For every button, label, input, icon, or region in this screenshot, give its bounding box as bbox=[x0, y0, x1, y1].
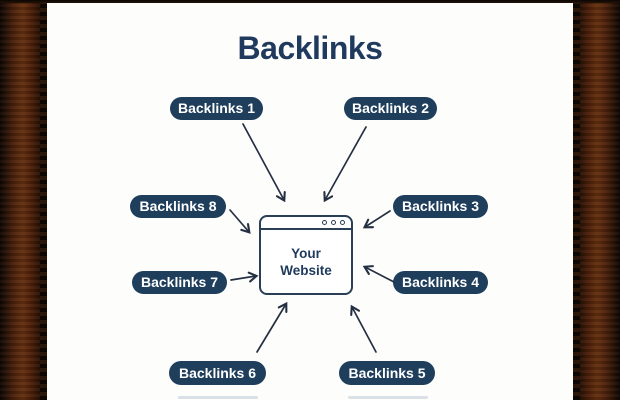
wooden-frame-top bbox=[0, 0, 620, 3]
browser-titlebar bbox=[261, 217, 351, 230]
window-dot-icon bbox=[340, 220, 345, 225]
node-backlinks-7: Backlinks 7 bbox=[132, 271, 227, 294]
bottom-reflection bbox=[348, 396, 428, 399]
wooden-frame-left bbox=[0, 0, 47, 400]
node-backlinks-2: Backlinks 2 bbox=[344, 97, 437, 120]
frame-bead-edge bbox=[573, 0, 580, 400]
node-backlinks-4: Backlinks 4 bbox=[393, 271, 488, 294]
node-backlinks-1: Backlinks 1 bbox=[170, 97, 263, 120]
center-label-line1: Your bbox=[291, 245, 321, 261]
window-dot-icon bbox=[331, 220, 336, 225]
frame-bead-edge bbox=[40, 0, 47, 400]
window-dot-icon bbox=[322, 220, 327, 225]
center-label-line2: Website bbox=[280, 262, 332, 278]
node-backlinks-3: Backlinks 3 bbox=[393, 195, 488, 218]
wooden-frame-right bbox=[573, 0, 620, 400]
bottom-reflection bbox=[178, 396, 258, 399]
diagram-title: Backlinks bbox=[237, 30, 383, 66]
node-backlinks-8: Backlinks 8 bbox=[130, 195, 226, 218]
node-backlinks-5: Backlinks 5 bbox=[339, 361, 435, 385]
your-website-window: Your Website bbox=[259, 215, 353, 295]
node-backlinks-6: Backlinks 6 bbox=[169, 361, 266, 385]
window-content: Your Website bbox=[261, 230, 351, 293]
